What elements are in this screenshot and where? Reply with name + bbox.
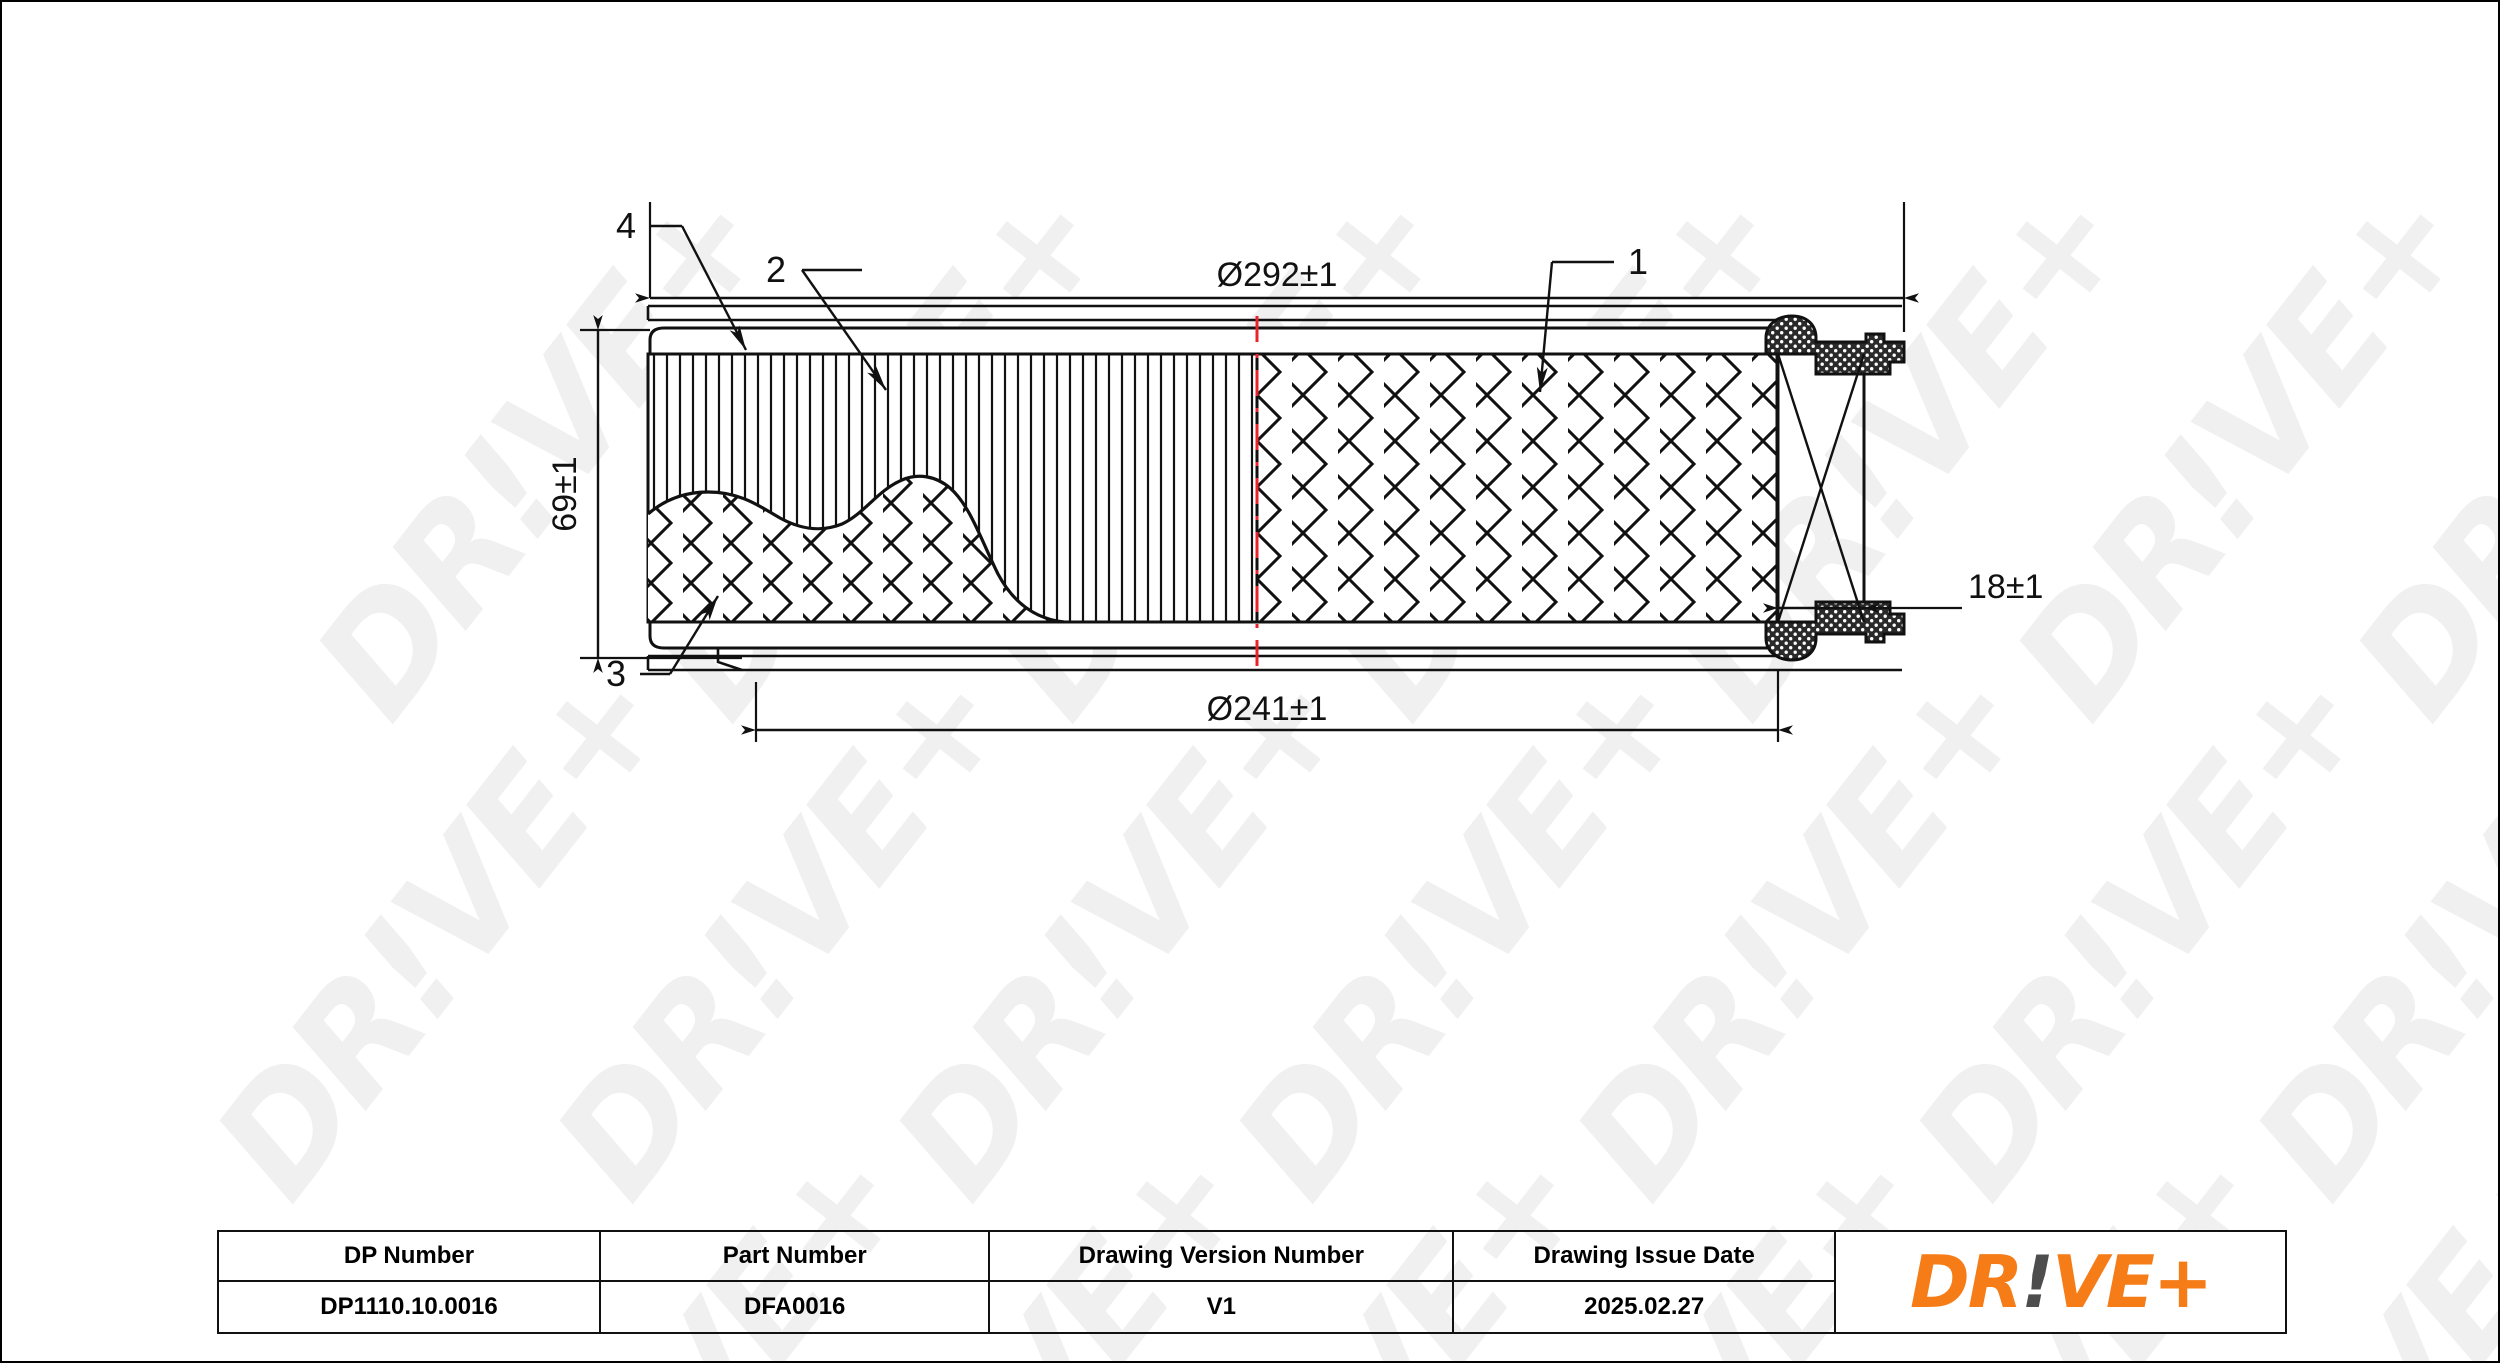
callout-2-label: 2 [766, 249, 786, 290]
callout-1-label: 1 [1628, 241, 1648, 282]
callout-1: 1 [1536, 241, 1648, 393]
title-block-value-row: DP1110.10.0016 DFA0016 V1 2025.02.27 [217, 1280, 2286, 1334]
dimension-label-inner-width: Ø241±1 [1207, 690, 1328, 728]
filter-body-right [1255, 352, 1779, 624]
header-dp-number: DP Number [217, 1230, 601, 1282]
sealing-gasket-top [1764, 314, 1906, 376]
value-part-number: DFA0016 [598, 1280, 991, 1334]
diamond-mesh-hatch [1257, 354, 1777, 622]
logo-text-dr: DR [1909, 1240, 2023, 1324]
foam-layer-profile [646, 474, 1065, 624]
dimension-height: 69±1 [546, 315, 742, 673]
title-block-header-row: DP Number Part Number Drawing Version Nu… [217, 1230, 2287, 1334]
callout-3-label: 3 [606, 653, 626, 694]
header-part-number: Part Number [598, 1230, 991, 1282]
brand-logo: DR!VE+ [1836, 1246, 2285, 1318]
dimension-label-flange-width: 18±1 [1968, 568, 2043, 606]
callout-4: 4 [616, 205, 748, 351]
dimension-outer-width: Ø292±1 [635, 202, 1919, 332]
callout-2: 2 [766, 249, 887, 391]
upper-end-cap [646, 304, 1902, 356]
lower-end-cap [646, 620, 1902, 672]
value-issue-date: 2025.02.27 [1452, 1280, 1837, 1334]
logo-text-ve: VE+ [2052, 1240, 2213, 1324]
dimension-inner-width: Ø241±1 [741, 670, 1793, 742]
value-dp-number: DP1110.10.0016 [217, 1280, 601, 1334]
brand-logo-cell: DR!VE+ [1834, 1230, 2287, 1334]
callout-4-label: 4 [616, 205, 636, 246]
header-issue-date: Drawing Issue Date [1452, 1230, 1837, 1282]
dimension-label-outer-width: Ø292±1 [1217, 256, 1338, 294]
dimension-flange-width: 18±1 [1763, 568, 2043, 613]
title-block: DP Number Part Number Drawing Version Nu… [217, 1230, 2287, 1334]
flange-detail [1776, 353, 1866, 623]
flat-surface-x-line [1776, 353, 1866, 623]
logo-exclamation-icon: ! [2021, 1240, 2054, 1324]
value-drawing-version: V1 [988, 1280, 1455, 1334]
callout-3: 3 [606, 595, 720, 694]
header-drawing-version: Drawing Version Number [988, 1230, 1455, 1282]
sealing-gasket-bottom [1764, 600, 1906, 662]
dimension-label-height: 69±1 [546, 456, 584, 531]
